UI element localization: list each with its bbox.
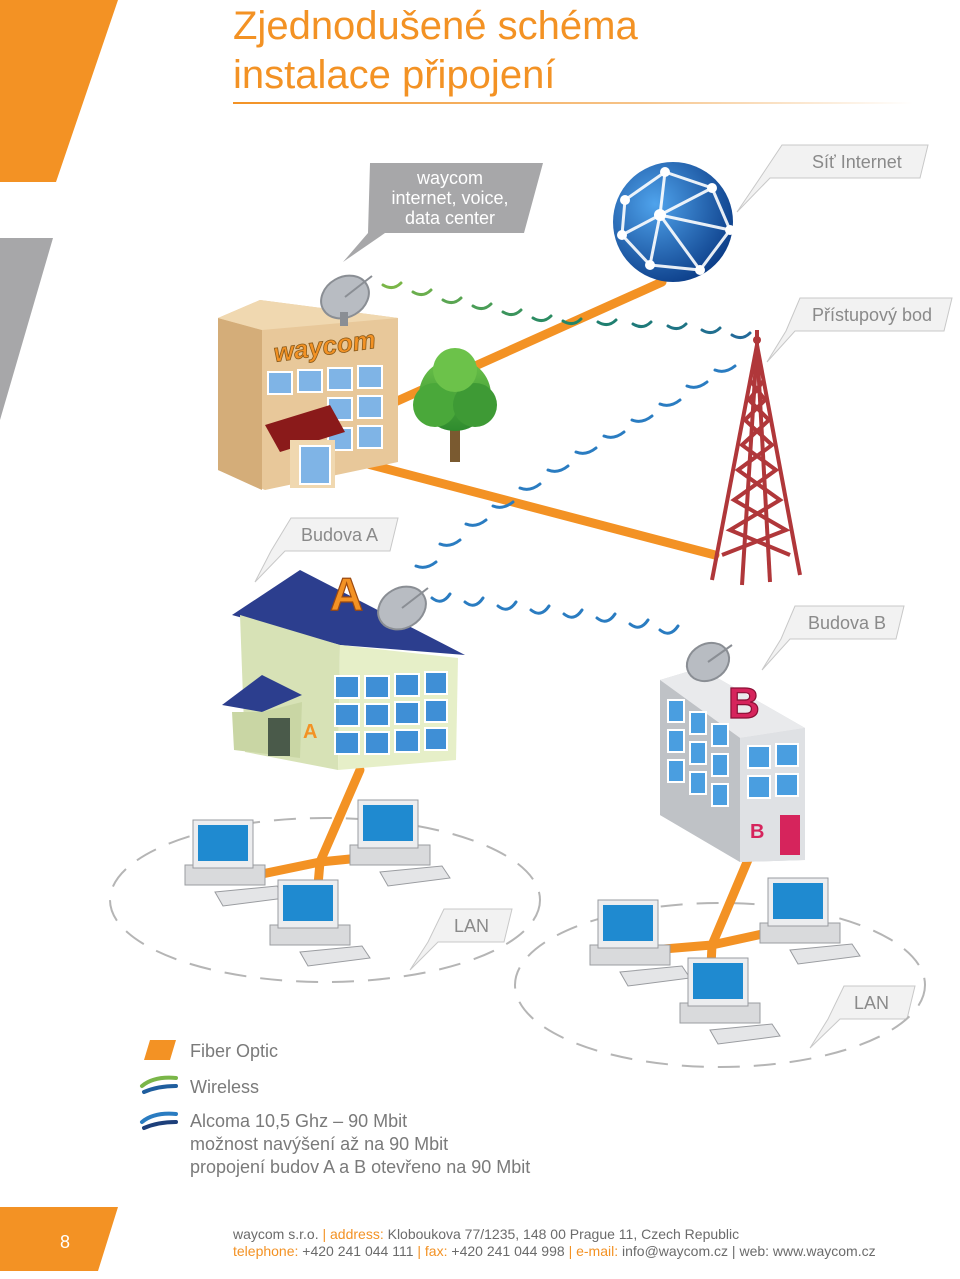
computer-icon xyxy=(679,957,781,1045)
footer-web-link[interactable]: www.waycom.cz xyxy=(772,1243,876,1259)
computer-icon xyxy=(269,879,371,967)
callout-waycom-text: waycom internet, voice, data center xyxy=(380,168,520,228)
footer-sep: | xyxy=(731,1243,736,1259)
footer-sep: | xyxy=(322,1226,327,1242)
wireless-link-waycom-tower xyxy=(381,281,752,340)
footer-fax-label: fax: xyxy=(424,1243,448,1259)
internet-globe-icon xyxy=(613,162,735,282)
callout-lan-a-label: LAN xyxy=(454,916,490,936)
callout-waycom-line-3: data center xyxy=(404,208,496,228)
callout-access-point-label: Přístupový bod xyxy=(812,305,933,325)
building-a xyxy=(222,570,465,770)
callout-waycom-line-1: waycom xyxy=(416,168,483,188)
page-number-tab xyxy=(0,1207,118,1271)
legend-alcoma-line-3: propojení budov A a B otevřeno na 90 Mbi… xyxy=(190,1157,531,1177)
callout-internet-label: Síť Internet xyxy=(812,152,902,172)
legend-alcoma-line-1: Alcoma 10,5 Ghz – 90 Mbit xyxy=(190,1111,408,1131)
title-underline xyxy=(233,102,913,104)
callout-lan-b xyxy=(809,985,916,1049)
lan-computers xyxy=(184,799,861,1045)
legend-alcoma-line-2: možnost navýšení až na 90 Mbit xyxy=(190,1134,449,1154)
footer-fax: +420 241 044 998 xyxy=(451,1243,565,1259)
access-point-tower-icon xyxy=(710,330,802,586)
footer-contact-line: telephone: +420 241 044 111 | fax: +420 … xyxy=(233,1243,876,1260)
title-line-1: Zjednodušené schéma xyxy=(233,4,638,48)
building-a-wall-sign: A xyxy=(303,721,317,743)
callout-waycom xyxy=(343,163,543,262)
orange-side-bar xyxy=(0,0,118,182)
title-line-2: instalace připojení xyxy=(233,53,556,97)
building-b xyxy=(660,641,805,862)
footer-sep: | xyxy=(568,1243,573,1259)
page-title: Zjednodušené schéma instalace připojení xyxy=(233,2,638,100)
footer-company: waycom s.r.o. xyxy=(233,1226,319,1242)
footer-address: Kloboukova 77/1235, 148 00 Prague 11, Cz… xyxy=(387,1226,740,1242)
wireless-link-building-a-b xyxy=(430,592,680,635)
decorative-side-bars xyxy=(0,0,118,420)
computer-icon xyxy=(589,899,691,987)
lan-a-boundary xyxy=(109,817,541,983)
callout-lan-a xyxy=(409,908,513,971)
building-a-roof-sign: A xyxy=(330,568,363,620)
lan-b-boundary xyxy=(514,902,926,1068)
callout-building-b xyxy=(761,605,905,671)
legend-wireless-label: Wireless xyxy=(190,1077,260,1097)
footer-telephone-label: telephone: xyxy=(233,1243,299,1259)
footer-address-label: address: xyxy=(330,1226,384,1242)
legend-alcoma-icon xyxy=(140,1111,178,1130)
building-b-roof-sign: B xyxy=(728,679,760,728)
callout-lan-b-label: LAN xyxy=(854,993,890,1013)
building-b-door-sign: B xyxy=(750,821,764,843)
footer-email-link[interactable]: info@waycom.cz xyxy=(622,1243,729,1259)
waycom-building xyxy=(218,274,398,490)
wireless-link-tower-building-a xyxy=(414,364,737,569)
footer-telephone: +420 241 044 111 xyxy=(302,1243,414,1259)
legend-wireless-icon xyxy=(140,1075,178,1094)
callout-access-point xyxy=(766,297,953,363)
legend-fiber-label: Fiber Optic xyxy=(190,1041,279,1061)
callout-building-a-label: Budova A xyxy=(301,525,379,545)
page-number: 8 xyxy=(60,1232,71,1252)
footer-email-label: e-mail: xyxy=(576,1243,619,1259)
callout-internet xyxy=(736,144,929,213)
computer-icon xyxy=(759,877,861,965)
footer-web-label: web: xyxy=(739,1243,770,1259)
callout-building-b-label: Budova B xyxy=(808,613,887,633)
legend-fiber-icon xyxy=(144,1040,176,1060)
computer-icon xyxy=(184,819,286,907)
callout-waycom-line-2: internet, voice, xyxy=(391,188,509,208)
gray-side-bar xyxy=(0,238,53,420)
computer-icon xyxy=(349,799,451,887)
callout-building-a xyxy=(254,517,399,583)
tree-icon xyxy=(413,348,497,462)
footer-address-line: waycom s.r.o. | address: Kloboukova 77/1… xyxy=(233,1226,739,1243)
footer-sep: | xyxy=(417,1243,422,1259)
